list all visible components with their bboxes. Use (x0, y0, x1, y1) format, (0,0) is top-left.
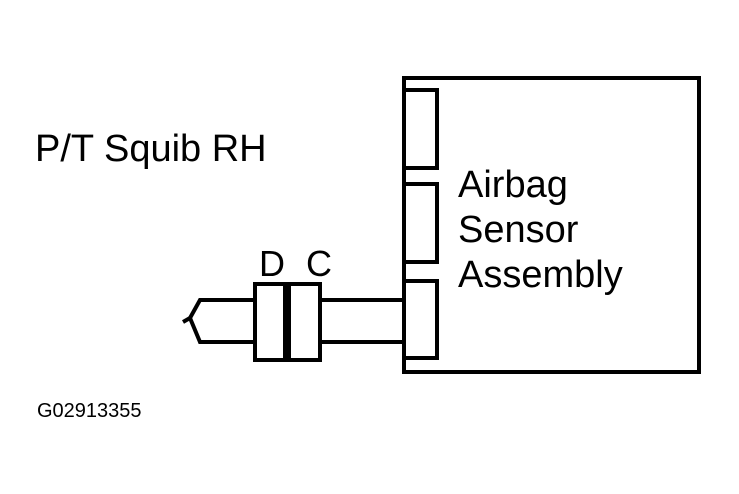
figure-id: G02913355 (37, 400, 142, 422)
squib-tip-icon (182, 316, 191, 324)
module-label-line-3: Assembly (458, 254, 623, 296)
connector-c-label: C (306, 243, 332, 284)
harness-wire-bottom (188, 317, 404, 344)
module-label-line-2: Sensor (458, 209, 579, 251)
module-terminal-slot-3 (402, 279, 439, 360)
module-terminal-slot-1 (402, 88, 439, 170)
harness-wire-top (188, 298, 404, 319)
connector-d-label: D (259, 243, 285, 284)
module-terminal-slot-2 (402, 182, 439, 264)
module-label: Airbag Sensor Assembly (458, 163, 623, 298)
connector-c-body (287, 282, 322, 362)
module-label-line-1: Airbag (458, 164, 568, 206)
squib-label: P/T Squib RH (35, 128, 267, 170)
connector-d-body (253, 282, 287, 362)
